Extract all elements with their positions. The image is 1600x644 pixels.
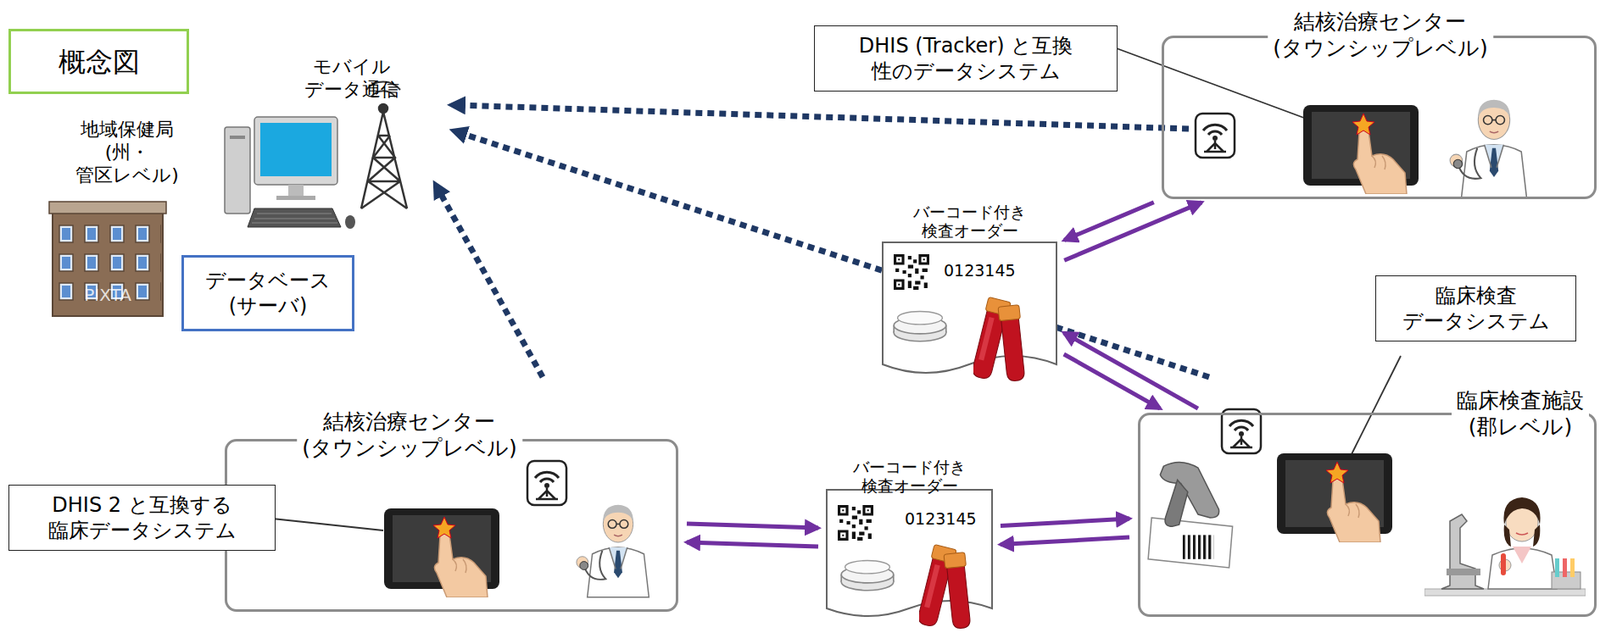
database-box: データベース (サーバ) xyxy=(181,255,355,332)
document-shape: バーコード付き 検査オーダー 0123145 xyxy=(826,458,993,623)
watermark: PIXTA xyxy=(83,284,132,306)
flow-arrow xyxy=(1064,202,1202,261)
leader-line xyxy=(272,518,384,531)
facility-heading: 結核治療センター (タウンシップレベル) xyxy=(1267,9,1494,62)
office-building xyxy=(49,201,167,317)
order-number: 0123145 xyxy=(904,509,977,530)
document-shape: バーコード付き 検査オーダー 0123145 xyxy=(882,203,1057,378)
wifi-icon xyxy=(1195,113,1235,158)
wifi-icon xyxy=(1221,409,1261,454)
place-label: 地域保健局 (州・管区レベル) xyxy=(75,118,179,187)
title-box: 概念図 xyxy=(8,28,190,95)
radio-tower xyxy=(361,82,407,209)
box-text: DHIS 2 と互換する 臨床データシステム xyxy=(16,492,268,544)
box-text: 概念図 xyxy=(58,44,140,79)
facility-frame: 臨床検査施設 (郡レベル) xyxy=(1137,412,1597,618)
order-document xyxy=(882,242,1057,383)
flow-arrow xyxy=(1000,518,1130,526)
order-number: 0123145 xyxy=(943,261,1016,282)
box-text: データベース (サーバ) xyxy=(192,267,344,319)
tablet-icon xyxy=(1303,105,1419,195)
facility-heading: 臨床検査施設 (郡レベル) xyxy=(1451,388,1589,441)
barcode-scanner xyxy=(1148,462,1233,569)
tablet-icon xyxy=(384,508,500,598)
box-text: 臨床検査 データシステム xyxy=(1382,283,1569,335)
facility-frame: 結核治療センター (タウンシップレベル) xyxy=(1161,35,1597,200)
flow-arrow xyxy=(1000,537,1130,545)
data-link-line xyxy=(437,188,543,378)
document-heading: バーコード付き 検査オーダー xyxy=(882,203,1057,241)
lab-technician xyxy=(1424,497,1586,597)
mobile-data-link xyxy=(437,105,1210,378)
flow-arrow xyxy=(1064,202,1155,241)
place-label: モバイル データ通信 xyxy=(304,55,400,102)
facility-frame: 結核治療センター (タウンシップレベル) xyxy=(224,439,679,613)
data-link-line xyxy=(457,132,1210,378)
doctor-figure xyxy=(1449,100,1527,198)
doctor-figure xyxy=(576,505,649,598)
server-computer xyxy=(224,117,356,229)
callout-box: 臨床検査 データシステム xyxy=(1375,275,1577,342)
document-heading: バーコード付き 検査オーダー xyxy=(826,458,993,497)
tablet-icon xyxy=(1276,453,1393,543)
flow-arrow xyxy=(686,524,819,529)
callout-box: DHIS (Tracker) と互換 性のデータシステム xyxy=(813,25,1118,92)
facility-heading: 結核治療センター (タウンシップレベル) xyxy=(296,409,523,462)
flow-arrow xyxy=(1064,333,1199,409)
leader-lines xyxy=(272,47,1401,531)
callout-box: DHIS 2 と互換する 臨床データシステム xyxy=(8,485,276,552)
box-text: DHIS (Tracker) と互換 性のデータシステム xyxy=(821,33,1110,84)
wifi-icon xyxy=(527,461,567,506)
flow-arrow xyxy=(686,542,819,547)
leader-line xyxy=(1349,356,1401,458)
data-link-line xyxy=(456,105,1189,129)
order-document xyxy=(826,490,993,630)
